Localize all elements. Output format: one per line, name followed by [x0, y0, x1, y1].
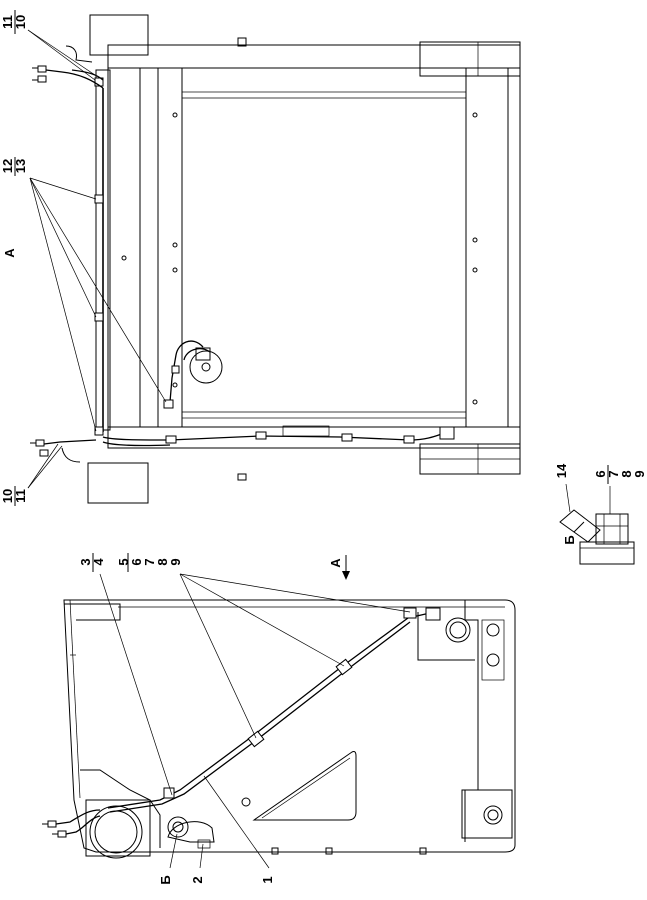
callout-bot-b: 11 [13, 489, 28, 503]
detail-b-label: Б [562, 535, 577, 544]
frame-outer [107, 44, 521, 449]
inner-panel [181, 91, 467, 419]
callout-8: 8 [155, 558, 170, 565]
triangle-cutout [252, 751, 357, 821]
mount-block-top [89, 14, 149, 56]
callout-b6: 6 [593, 470, 608, 477]
callout-2: 2 [190, 876, 205, 883]
callout-top-a: 11 [0, 15, 15, 29]
side-harness [107, 612, 431, 809]
side-frame-outline [63, 599, 516, 853]
view-a-label: А [2, 248, 17, 258]
part-2 [167, 821, 215, 843]
side-arrow-label: А [328, 558, 343, 568]
top-view-a: А 11 10 12 13 10 11 [0, 10, 521, 506]
detail-terminal [559, 509, 601, 543]
callout-14: 14 [554, 463, 569, 478]
side-hole-top [445, 617, 471, 643]
callout-b7: 7 [606, 470, 621, 477]
callout-mid-b: 13 [13, 159, 28, 173]
side-view: А 3 4 5 6 7 8 9 Б 2 1 [42, 553, 516, 885]
callout-9: 9 [168, 558, 183, 565]
drum [89, 805, 143, 859]
pulley [189, 350, 223, 384]
callout-bot-a: 10 [0, 489, 15, 503]
mount-block-bottom [87, 462, 149, 504]
callout-7: 7 [142, 558, 157, 565]
detail-nut [595, 513, 629, 545]
side-connector [425, 607, 441, 621]
callout-3: 3 [78, 558, 93, 565]
callout-b-label: Б [158, 875, 173, 884]
callout-top-b: 10 [13, 15, 28, 29]
callout-6: 6 [129, 558, 144, 565]
callout-b8: 8 [619, 470, 634, 477]
callout-4: 4 [91, 558, 106, 566]
detail-b: 14 6 7 8 9 Б [554, 463, 647, 565]
callout-mid-a: 12 [0, 159, 15, 173]
callout-1: 1 [260, 876, 275, 883]
rail-block-top [419, 41, 521, 77]
callout-5: 5 [116, 558, 131, 565]
detail-base [579, 541, 635, 565]
callout-b9: 9 [632, 470, 647, 477]
